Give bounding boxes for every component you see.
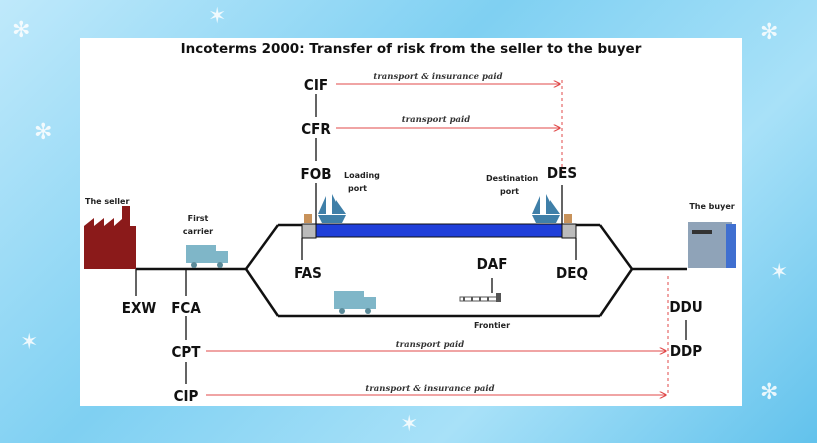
buyer-label: The buyer [689,202,734,211]
term-fas: FAS [294,264,322,282]
term-exw: EXW [122,299,157,317]
cfr-arrow-label: transport paid [402,115,471,125]
loading-quay [301,223,317,239]
first-carrier-label: First [188,214,209,223]
destination-port-label: Destination [486,174,539,183]
term-cpt: CPT [172,343,202,361]
term-des: DES [547,164,577,182]
truck-icon [186,245,228,268]
cargo-crate-icon [564,214,572,223]
term-ddp: DDP [670,342,702,360]
incoterms-diagram: Incoterms 2000: Transfer of risk from th… [84,41,736,405]
page-title: Incoterms 2000: Transfer of risk from th… [181,41,642,57]
term-daf: DAF [477,255,508,273]
term-cfr: CFR [301,120,331,138]
loading-port-label: Loading [344,171,380,180]
building-icon [688,222,736,268]
frontier-label: Frontier [474,321,510,330]
term-deq: DEQ [556,264,588,282]
snowflake-icon: ✶ [20,330,39,355]
ship-icon [532,194,560,223]
snowflake-icon: ✻ [34,120,53,145]
first-carrier-label: carrier [183,227,213,236]
term-fca: FCA [171,299,201,317]
sea [315,223,563,238]
snowflake-icon: ✻ [12,18,31,43]
destination-port-label: port [500,187,519,196]
ship-icon [318,194,346,223]
road-upper-left [244,224,280,270]
road-lower-right [598,268,634,317]
truck-icon [334,291,376,314]
snowflake-icon: ✶ [208,4,227,29]
term-fob: FOB [301,165,332,183]
cip-arrow-label: transport & insurance paid [365,384,494,394]
term-cif: CIF [304,76,328,94]
seller-label: The seller [85,197,129,206]
cargo-crate-icon [304,214,312,223]
snowflake-icon: ✻ [760,380,779,405]
frontier-barrier-icon [459,293,501,302]
cpt-arrow-label: transport paid [396,340,465,350]
destination-quay [561,223,577,239]
snowflake-icon: ✻ [760,20,779,45]
cif-arrow-label: transport & insurance paid [373,72,502,82]
snowflake-icon: ✶ [770,260,789,285]
road-lower-left [244,268,280,317]
diagram-panel: Incoterms 2000: Transfer of risk from th… [80,38,742,406]
snowflake-icon: ✶ [400,412,419,437]
road-upper-right [598,224,634,270]
term-ddu: DDU [669,298,702,316]
factory-icon [84,206,136,269]
term-cip: CIP [174,387,199,405]
loading-port-label: port [348,184,367,193]
